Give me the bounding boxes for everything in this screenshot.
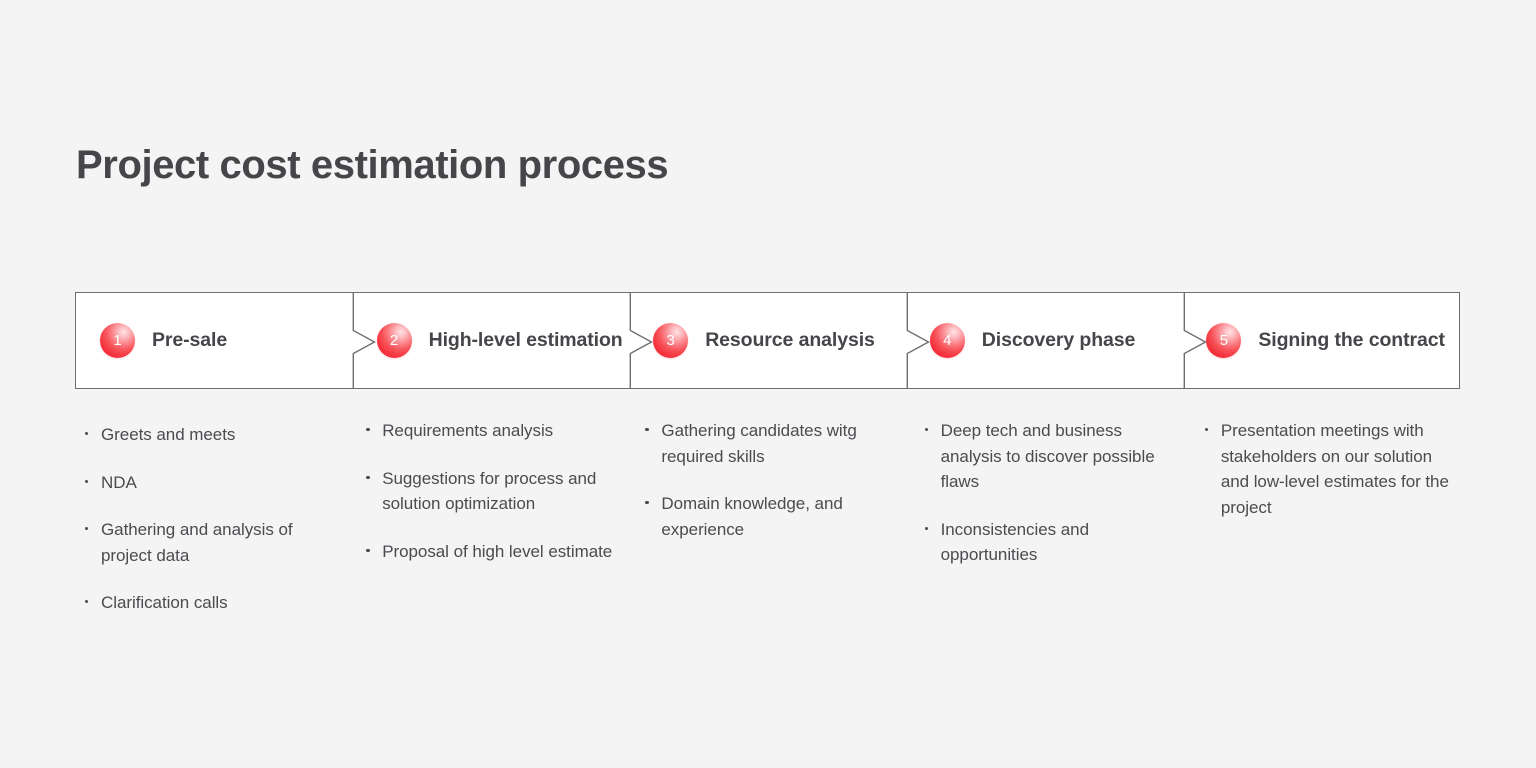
- bullet-dot-icon: [924, 526, 928, 530]
- list-item: Presentation meetings with stakeholders …: [1204, 418, 1452, 520]
- step-details-column-4: Deep tech and business analysis to disco…: [915, 418, 1194, 616]
- list-item-label: Clarification calls: [101, 593, 228, 612]
- list-item: Suggestions for process and solution opt…: [365, 466, 613, 517]
- bullet-dot-icon: [645, 501, 649, 505]
- process-step-pre-sale[interactable]: 1 Pre-sale: [76, 293, 353, 388]
- step-number-badge: 4: [929, 323, 965, 358]
- list-item: Domain knowledge, and experience: [644, 491, 892, 542]
- list-item-label: Inconsistencies and opportunities: [940, 519, 1089, 565]
- step-title: High-level estimation: [428, 328, 623, 351]
- list-item-label: Gathering candidates witg required skill…: [661, 421, 857, 466]
- step-number-badge: 5: [1206, 323, 1242, 358]
- bullet-dot-icon: [1204, 428, 1209, 432]
- bullet-dot-icon: [645, 428, 649, 432]
- list-item: Inconsistencies and opportunities: [924, 517, 1172, 568]
- bullet-dot-icon: [85, 479, 89, 483]
- step-details-column-5: Presentation meetings with stakeholders …: [1194, 418, 1460, 616]
- list-item: Gathering candidates witg required skill…: [644, 418, 892, 469]
- step-number-badge: 1: [100, 323, 135, 358]
- step-details-column-3: Gathering candidates witg required skill…: [635, 418, 914, 616]
- process-step-list: 1 Pre-sale 2 High-level estimation 3 Resource…: [76, 293, 1459, 388]
- list-item-label: Suggestions for process and solution opt…: [382, 468, 597, 514]
- page-title: Project cost estimation process: [76, 143, 669, 187]
- bullet-dot-icon: [366, 475, 370, 479]
- step-title: Discovery phase: [981, 328, 1136, 351]
- process-step-signing-the-contract[interactable]: 5 Signing the contract: [1182, 293, 1459, 388]
- list-item: Requirements analysis: [365, 418, 613, 444]
- step-number-badge: 2: [376, 323, 412, 358]
- list-item: Gathering and analysis of project data: [84, 517, 332, 568]
- bullet-dot-icon: [366, 428, 370, 432]
- process-step-bar: 1 Pre-sale 2 High-level estimation 3 Resource…: [75, 292, 1460, 389]
- step-title: Pre-sale: [152, 328, 228, 351]
- list-item-label: Domain knowledge, and experience: [661, 494, 843, 539]
- list-item: NDA: [84, 470, 332, 496]
- list-item-label: Presentation meetings with stakeholders …: [1220, 421, 1449, 517]
- list-item: Greets and meets: [84, 422, 332, 448]
- list-item-label: Proposal of high level estimate: [382, 541, 613, 561]
- step-title: Resource analysis: [705, 328, 875, 351]
- list-item-label: Greets and meets: [101, 425, 236, 444]
- process-step-resource-analysis[interactable]: 3 Resource analysis: [629, 293, 906, 388]
- step-number-badge: 3: [653, 323, 689, 358]
- bullet-dot-icon: [85, 432, 89, 436]
- list-item-label: Deep tech and business analysis to disco…: [940, 421, 1155, 491]
- step-title: Signing the contract: [1258, 328, 1445, 351]
- list-item-label: Requirements analysis: [382, 421, 554, 440]
- bullet-dot-icon: [924, 428, 928, 432]
- list-item-label: Gathering and analysis of project data: [101, 520, 293, 565]
- list-item: Proposal of high level estimate: [365, 539, 613, 565]
- list-item: Clarification calls: [84, 590, 332, 616]
- bullet-dot-icon: [85, 527, 89, 531]
- process-step-discovery-phase[interactable]: 4 Discovery phase: [906, 293, 1183, 388]
- bullet-dot-icon: [366, 548, 370, 552]
- bullet-dot-icon: [85, 600, 89, 604]
- list-item: Deep tech and business analysis to disco…: [924, 418, 1172, 495]
- list-item-label: NDA: [101, 472, 137, 492]
- process-step-high-level-estimation[interactable]: 2 High-level estimation: [353, 293, 630, 388]
